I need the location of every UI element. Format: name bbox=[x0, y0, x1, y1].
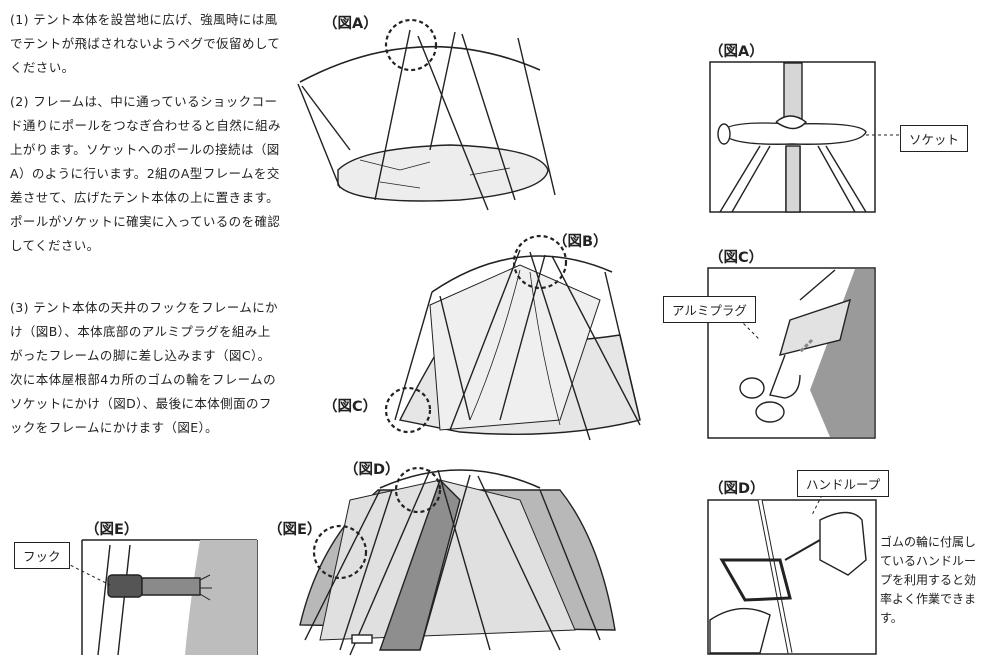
figure-b-illustration bbox=[384, 234, 641, 441]
figure-e-label: （図E） bbox=[268, 522, 322, 538]
figure-d-label: （図D） bbox=[344, 462, 400, 478]
instruction-step-3: (3) テント本体の天井のフックをフレームにかけ（図B）、本体底部のアルミプラグ… bbox=[10, 300, 279, 435]
figure-c-detail-label: （図C） bbox=[709, 250, 764, 266]
figure-d-illustration bbox=[299, 466, 616, 656]
socket-callout: ソケット bbox=[900, 125, 969, 152]
figure-c-label: （図C） bbox=[323, 399, 378, 415]
figure-a-illustration bbox=[297, 18, 556, 211]
figure-e-detail bbox=[59, 539, 258, 656]
hand-loop-note: ゴムの輪に付属しているハンドループを利用すると効率よく作業できます。 bbox=[880, 535, 977, 625]
figure-a-detail-label: （図A） bbox=[709, 44, 764, 60]
figure-e-detail-label: （図E） bbox=[85, 522, 139, 538]
figure-d-detail bbox=[707, 494, 877, 655]
instruction-step-2: (2) フレームは、中に通っているショックコード通りにポールをつなぎ合わせると自… bbox=[10, 94, 281, 253]
figure-b-label: （図B） bbox=[553, 234, 608, 250]
figure-a-detail bbox=[709, 61, 900, 213]
figure-d-detail-label: （図D） bbox=[709, 481, 765, 497]
hook-callout: フック bbox=[14, 542, 70, 569]
figure-c-detail bbox=[707, 267, 876, 439]
aluminum-plug-callout: アルミプラグ bbox=[663, 296, 756, 323]
instruction-step-1: (1) テント本体を設営地に広げ、強風時には風でテントが飛ばされないようペグで仮… bbox=[10, 12, 281, 75]
hand-loop-callout: ハンドループ bbox=[797, 470, 890, 497]
figure-a-label: （図A） bbox=[323, 16, 378, 32]
